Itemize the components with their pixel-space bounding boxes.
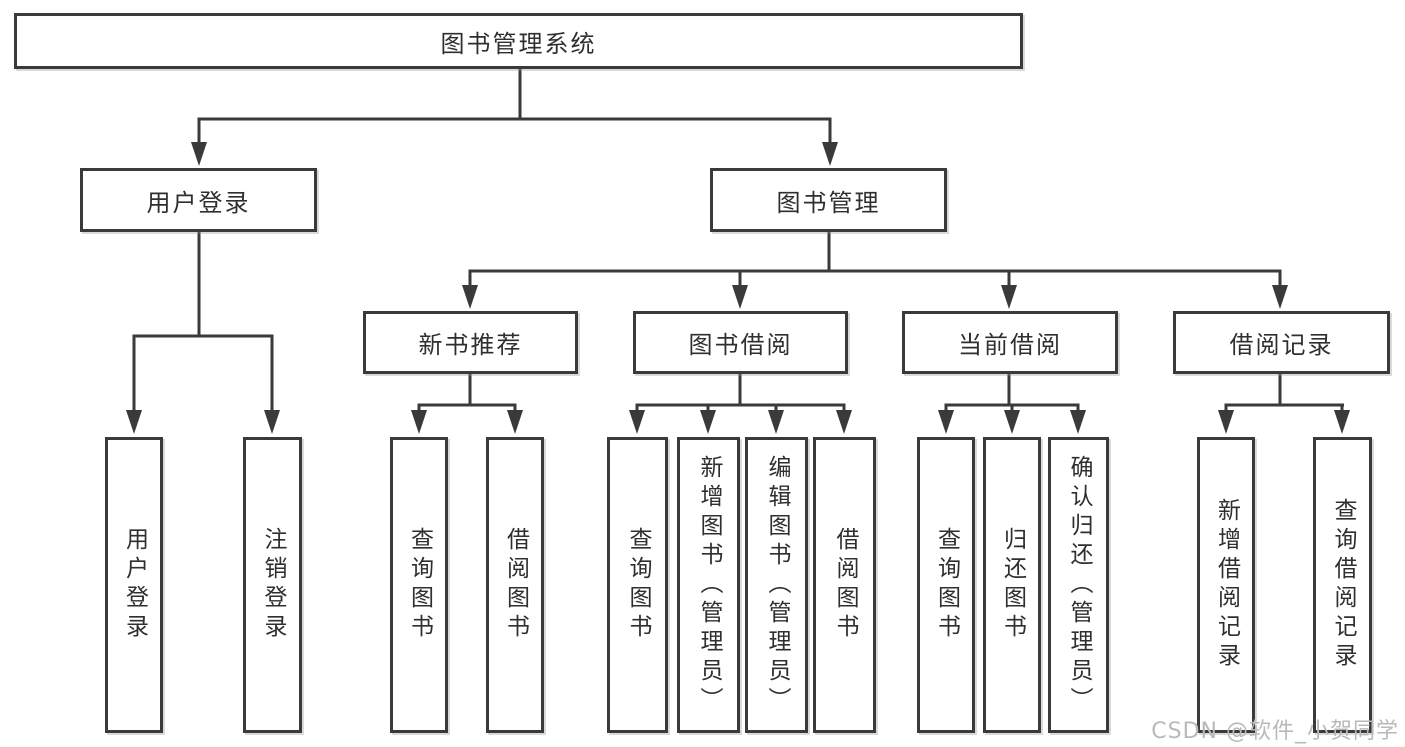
node-leaf-add-books-admin: 新增图书（管理员）	[677, 437, 740, 733]
leaf-label: 查询图书	[625, 527, 651, 643]
node-leaf-edit-books-admin: 编辑图书（管理员）	[745, 437, 808, 733]
watermark: CSDN @软件_小贺同学	[1151, 719, 1399, 744]
node-new-book-recommend: 新书推荐	[363, 311, 578, 374]
leaf-label: 用户登录	[121, 527, 148, 643]
node-borrowing-records: 借阅记录	[1173, 311, 1390, 374]
node-current-borrowing: 当前借阅	[902, 311, 1118, 374]
node-user-login: 用户登录	[80, 168, 317, 232]
leaf-label: 确认归还（管理员）	[1066, 454, 1092, 716]
leaf-label: 归还图书	[999, 527, 1026, 643]
leaf-label: 查询图书	[406, 527, 433, 643]
node-leaf-user-login: 用户登录	[105, 437, 163, 733]
node-leaf-query-books-current: 查询图书	[917, 437, 975, 733]
node-book-management: 图书管理	[710, 168, 947, 232]
edges-current-borrowing-to-leaves	[938, 373, 1086, 434]
leaf-label: 注销登录	[260, 527, 286, 643]
leaf-label: 新增借阅记录	[1213, 498, 1240, 672]
node-leaf-query-borrow-record: 查询借阅记录	[1313, 437, 1372, 733]
leaf-label: 查询图书	[933, 527, 960, 643]
edges-borrowing-records-to-leaves	[1218, 373, 1350, 434]
node-leaf-logout: 注销登录	[243, 437, 302, 733]
leaf-label: 查询借阅记录	[1330, 498, 1356, 672]
edges-book-management-to-level3	[462, 232, 1288, 309]
edges-root-to-level2	[191, 69, 838, 166]
node-book-borrowing: 图书借阅	[633, 311, 848, 374]
edges-book-borrowing-to-leaves	[629, 373, 852, 434]
edges-user-login-to-leaves	[126, 232, 280, 434]
node-leaf-query-books-recommend: 查询图书	[390, 437, 448, 733]
leaf-label: 编辑图书（管理员）	[764, 454, 790, 716]
leaf-label: 新增图书（管理员）	[696, 454, 722, 716]
node-root-system: 图书管理系统	[14, 13, 1023, 69]
leaf-label: 借阅图书	[502, 527, 529, 643]
node-leaf-confirm-return-admin: 确认归还（管理员）	[1048, 437, 1109, 733]
edges-new-book-recommend-to-leaves	[411, 373, 523, 434]
node-leaf-return-books: 归还图书	[983, 437, 1041, 733]
node-leaf-query-books-borrowing: 查询图书	[607, 437, 668, 733]
node-leaf-borrow-books-recommend: 借阅图书	[486, 437, 544, 733]
node-leaf-borrow-books: 借阅图书	[813, 437, 876, 733]
node-leaf-add-borrow-record: 新增借阅记录	[1197, 437, 1255, 733]
leaf-label: 借阅图书	[832, 527, 858, 643]
